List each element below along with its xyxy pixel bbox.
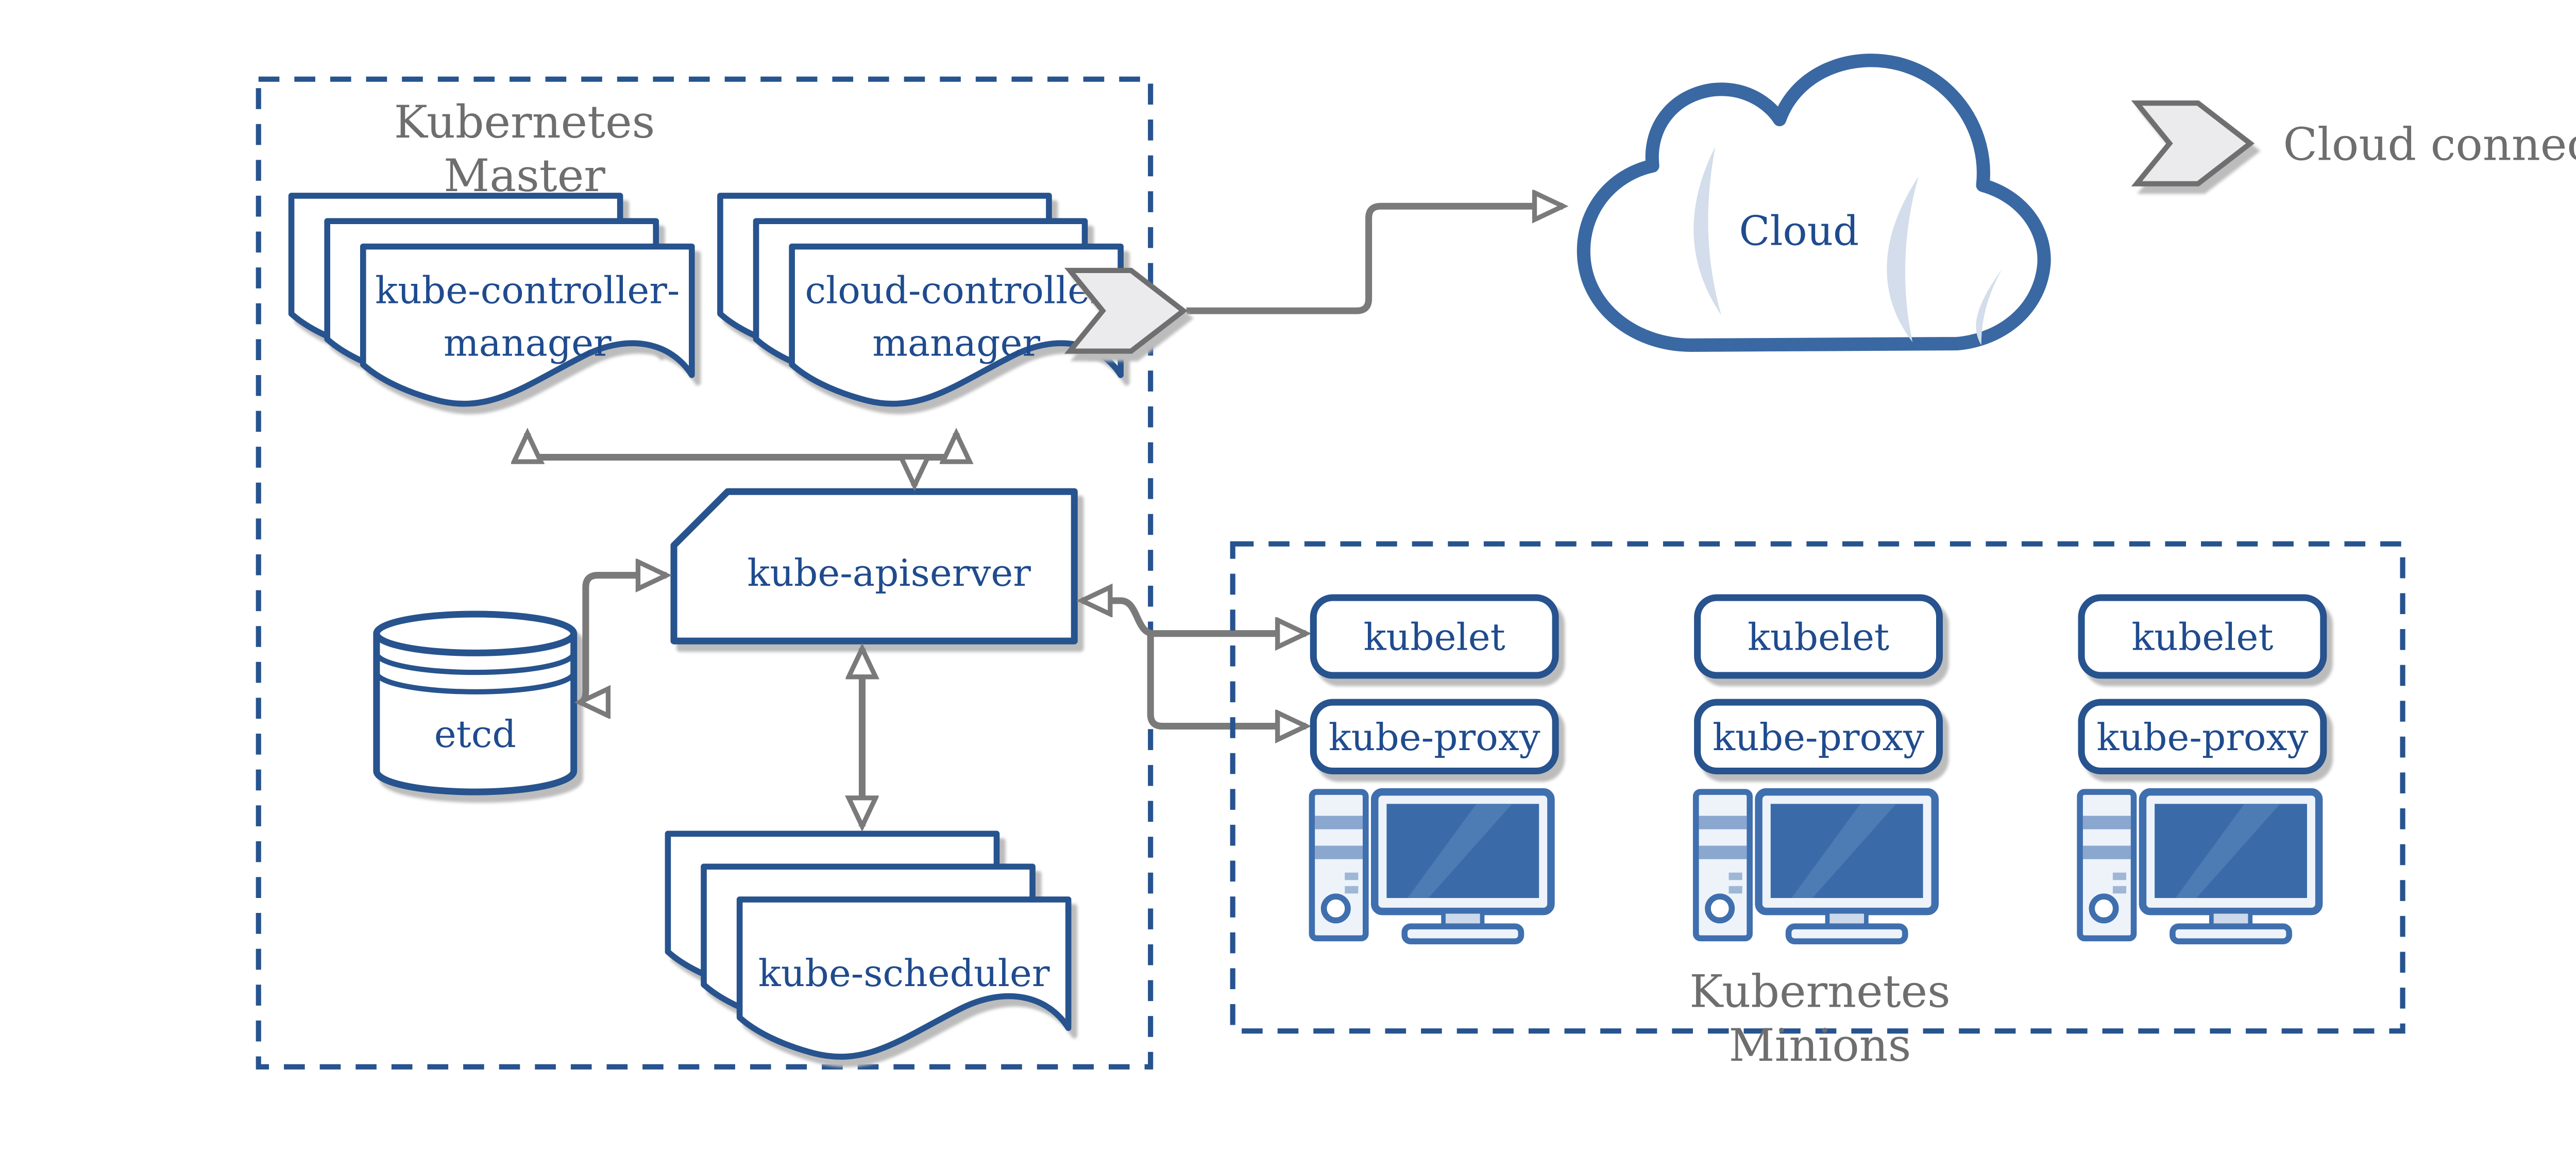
cloud-label: Cloud xyxy=(1739,208,1859,255)
apiserver-card-icon xyxy=(670,488,1078,645)
computer-icon xyxy=(1312,792,1551,941)
cloud-shine-icon xyxy=(1976,269,2003,345)
kubelet-box xyxy=(1310,594,1559,679)
kubernetes-architecture-diagram: Kubernetes Master kube-controller- manag… xyxy=(256,54,2576,1072)
master-group-title-line1: Kubernetes xyxy=(394,96,655,148)
diagram-canvas: Kubernetes Master kube-controller- manag… xyxy=(256,54,2576,1072)
computer-icon xyxy=(1696,792,1935,941)
cloud-controller-manager-label-line1: cloud-controller xyxy=(805,269,1108,313)
node-kube-controller-manager: kube-controller- manager xyxy=(292,196,692,404)
cloud-shape-icon xyxy=(1577,54,2051,352)
legend: Cloud connector xyxy=(2137,103,2576,184)
node-cloud-controller-manager: cloud-controller manager xyxy=(720,196,1121,404)
kube-proxy-label: kube-proxy xyxy=(1329,716,1540,759)
arrow-apiserver-kubeproxy xyxy=(1147,633,1306,726)
kube-controller-manager-label-line1: kube-controller- xyxy=(375,269,680,313)
kube-proxy-box xyxy=(1310,699,1559,775)
minions-group-title-line2: Minions xyxy=(1729,1019,1911,1072)
kube-scheduler-label: kube-scheduler xyxy=(758,952,1050,995)
kubelet-label: kubelet xyxy=(1364,616,1505,659)
node-kube-scheduler: kube-scheduler xyxy=(668,834,1068,1057)
arrow-bus-controllers xyxy=(528,433,956,457)
minion-node: kubelet kube-proxy xyxy=(2078,594,2327,941)
database-top-icon xyxy=(373,611,578,656)
kube-apiserver-label: kube-apiserver xyxy=(747,552,1031,595)
minions-group-title-line1: Kubernetes xyxy=(1689,965,1951,1018)
cloud-shine-icon xyxy=(1887,176,1919,343)
cloud-controller-manager-label-line2: manager xyxy=(872,321,1040,365)
computer-icon xyxy=(2080,792,2319,941)
cloud-shine-icon xyxy=(1693,146,1722,315)
kubelet-label: kubelet xyxy=(1748,616,1889,659)
node-cloud: Cloud xyxy=(1577,54,2051,352)
minion-node: kubelet kube-proxy xyxy=(1694,594,1943,941)
kubelet-label: kubelet xyxy=(2131,616,2273,659)
kube-proxy-box xyxy=(2078,699,2327,775)
database-ring-icon xyxy=(374,652,577,675)
connectors xyxy=(528,206,1563,826)
kube-proxy-label: kube-proxy xyxy=(1713,716,1924,759)
master-group-border xyxy=(256,76,1154,1070)
etcd-label: etcd xyxy=(434,713,516,756)
node-kube-apiserver: kube-apiserver xyxy=(670,488,1078,645)
minion-node: kubelet kube-proxy xyxy=(1310,594,1559,941)
kube-controller-manager-label-line2: manager xyxy=(444,321,612,365)
legend-label: Cloud connector xyxy=(2283,118,2576,171)
kube-proxy-box xyxy=(1694,699,1943,775)
database-body-icon xyxy=(373,633,578,795)
arrow-ccm-to-cloud xyxy=(1186,206,1563,314)
arrow-apiserver-etcd xyxy=(580,575,666,703)
database-ring-icon xyxy=(374,672,577,694)
minions-group-border xyxy=(1230,541,2405,1034)
kubernetes-minions-group: kubelet kube-proxy kubelet kube-proxy ku… xyxy=(1230,541,2405,1072)
kubernetes-master-group: Kubernetes Master kube-controller- manag… xyxy=(256,76,1154,1070)
kubelet-box xyxy=(2078,594,2327,679)
arrow-apiserver-kubelet xyxy=(1082,601,1306,634)
cloud-connector-legend-icon xyxy=(2137,103,2250,184)
kubelet-box xyxy=(1694,594,1943,679)
node-etcd: etcd xyxy=(373,611,578,795)
kube-proxy-label: kube-proxy xyxy=(2096,716,2308,759)
